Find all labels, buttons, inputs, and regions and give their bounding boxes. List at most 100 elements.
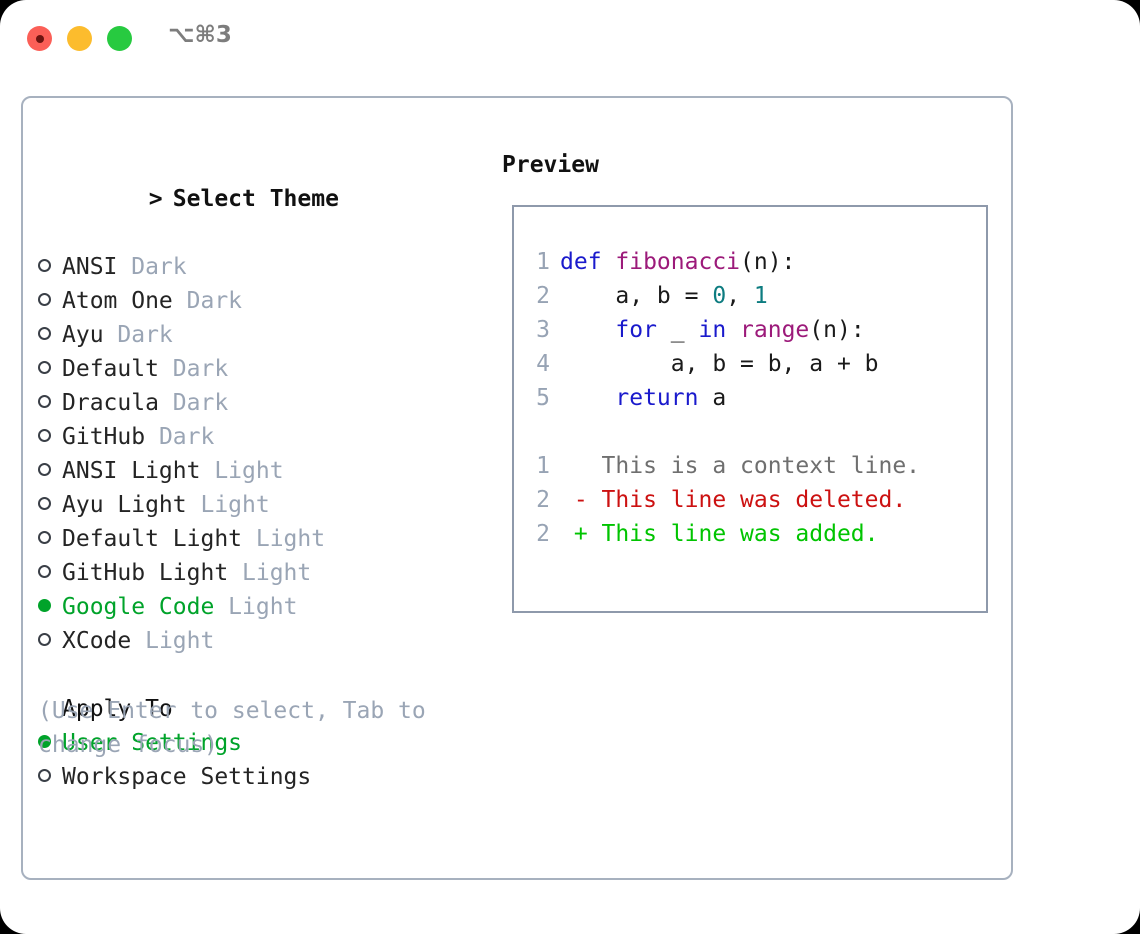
select-theme-heading: > Select Theme (38, 148, 478, 250)
diff-text: - This line was deleted. (560, 487, 907, 513)
diff-line: 2 + This line was added. (524, 517, 982, 551)
radio-selected-icon (38, 726, 62, 760)
theme-option-badge: Light (186, 492, 270, 518)
maximize-window-button[interactable] (107, 26, 132, 51)
code-token: fibonacci (615, 249, 741, 275)
radio-unselected-icon (38, 556, 62, 590)
theme-option-label: Google Code (62, 594, 215, 620)
line-number: 3 (536, 317, 550, 343)
diff-line: 2 - This line was deleted. (524, 483, 982, 517)
radio-unselected-icon (38, 420, 62, 454)
code-token (726, 317, 740, 343)
code-token: for (615, 317, 657, 343)
hollow-circle-icon (38, 497, 51, 510)
prompt-caret-icon: > (148, 186, 163, 212)
keyboard-hint-text: (Use Enter to select, Tab to change focu… (38, 698, 426, 758)
filled-circle-icon (38, 599, 51, 612)
minimize-window-button[interactable] (67, 26, 92, 51)
hollow-circle-icon (38, 293, 51, 306)
theme-option-badge: Dark (172, 288, 243, 314)
theme-option-badge: Light (242, 526, 326, 552)
diff-text: + This line was added. (560, 521, 879, 547)
theme-option-label: GitHub Light (62, 560, 229, 586)
line-number: 1 (536, 249, 550, 275)
theme-option-4[interactable]: Dracula Dark (38, 386, 478, 420)
theme-option-0[interactable]: ANSI Dark (38, 250, 478, 284)
theme-option-label: XCode (62, 628, 132, 654)
theme-option-badge: Dark (158, 356, 229, 382)
theme-option-10[interactable]: Google Code Light (38, 590, 478, 624)
radio-unselected-icon (38, 488, 62, 522)
theme-option-badge: Dark (145, 424, 215, 450)
diff-sample-block: 1 This is a context line.2 - This line w… (524, 449, 982, 551)
theme-option-label: GitHub (62, 424, 146, 450)
code-diff-spacer (524, 415, 982, 449)
theme-option-label: Ayu Light (62, 492, 187, 518)
code-token: 0 (712, 283, 727, 309)
theme-option-7[interactable]: Ayu Light Light (38, 488, 478, 522)
theme-option-badge: Dark (158, 390, 229, 416)
theme-option-1[interactable]: Atom One Dark (38, 284, 478, 318)
code-token: _ (656, 317, 699, 343)
apply-option-label: Workspace Settings (62, 764, 312, 790)
line-number: 2 (536, 283, 550, 309)
hollow-circle-icon (38, 429, 51, 442)
theme-option-badge: Dark (117, 254, 187, 280)
hollow-circle-icon (38, 769, 51, 782)
line-number: 5 (536, 385, 550, 411)
close-window-button[interactable] (27, 26, 52, 51)
theme-option-label: Atom One (62, 288, 173, 314)
radio-selected-icon (38, 590, 62, 624)
line-number: 2 (536, 521, 550, 547)
diff-line: 1 This is a context line. (524, 449, 982, 483)
code-token (560, 317, 615, 343)
hollow-circle-icon (38, 565, 51, 578)
radio-unselected-icon (38, 624, 62, 658)
code-token: def (560, 249, 616, 275)
diff-text: This is a context line. (560, 453, 921, 479)
page-title: Select Theme (172, 186, 339, 212)
traffic-lights (27, 26, 132, 51)
theme-option-label: Ayu (62, 322, 104, 348)
code-token: 1 (753, 283, 768, 309)
theme-option-badge: Dark (103, 322, 173, 348)
apply-option-label: User Settings (62, 730, 243, 756)
hollow-circle-icon (38, 361, 51, 374)
theme-option-5[interactable]: GitHub Dark (38, 420, 478, 454)
hollow-circle-icon (38, 633, 51, 646)
theme-option-badge: Light (228, 560, 312, 586)
radio-unselected-icon (38, 386, 62, 420)
theme-option-3[interactable]: Default Dark (38, 352, 478, 386)
hollow-circle-icon (38, 327, 51, 340)
radio-unselected-icon (38, 250, 62, 284)
theme-option-9[interactable]: GitHub Light Light (38, 556, 478, 590)
hollow-circle-icon (38, 395, 51, 408)
theme-option-11[interactable]: XCode Light (38, 624, 478, 658)
code-token: a, b = b, a + b (560, 351, 879, 377)
radio-unselected-icon (38, 284, 62, 318)
theme-option-2[interactable]: Ayu Dark (38, 318, 478, 352)
code-token: , (726, 283, 754, 309)
preview-heading: Preview (502, 152, 599, 178)
code-token: a, b = (560, 283, 713, 309)
line-number: 1 (536, 453, 550, 479)
line-number: 4 (536, 351, 550, 377)
theme-option-label: Default Light (62, 526, 243, 552)
code-line: 3 for _ in range(n): (524, 313, 982, 347)
keyboard-shortcut-label: ⌥⌘3 (168, 22, 232, 48)
theme-option-6[interactable]: ANSI Light Light (38, 454, 478, 488)
theme-option-8[interactable]: Default Light Light (38, 522, 478, 556)
apply-option-1[interactable]: Workspace Settings (38, 760, 478, 794)
apply-option-0[interactable]: User Settings (38, 726, 478, 760)
theme-option-badge: Light (214, 594, 298, 620)
code-token: a (698, 385, 727, 411)
theme-option-label: ANSI Light (62, 458, 201, 484)
